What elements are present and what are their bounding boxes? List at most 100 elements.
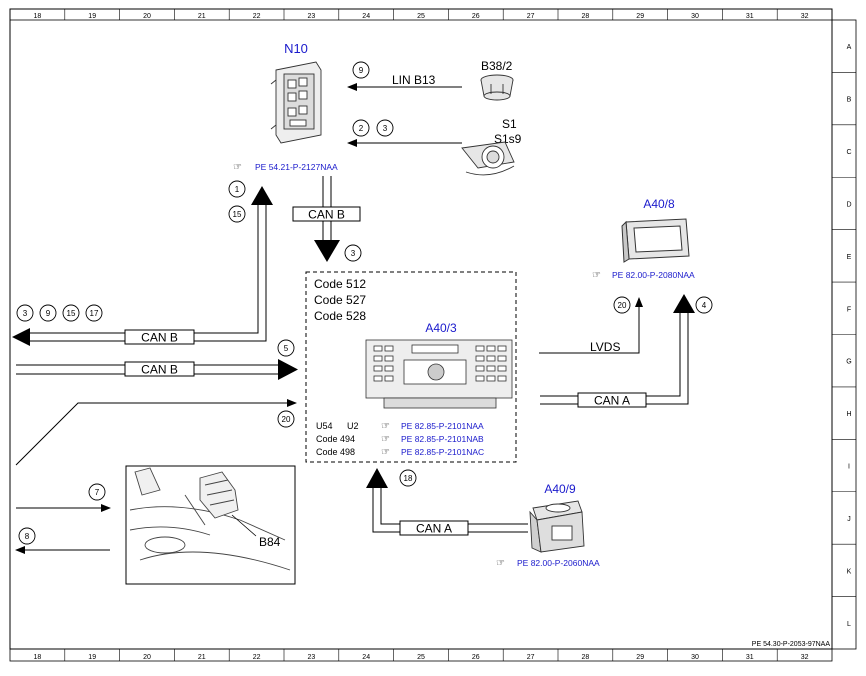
circle-left-17-number: 17 [90,309,99,318]
bus-labels: CAN B CAN B CAN B CAN A CAN A [124,206,647,536]
column-number: 18 [34,13,42,20]
variant-u54: U54 [316,421,333,431]
circle-left-9 [39,304,57,322]
column-number: 29 [636,654,644,661]
column-number: 23 [308,654,316,661]
circle-5-number: 5 [284,344,289,353]
column-number: 31 [746,13,754,20]
circle-7 [88,483,106,501]
circle-9-number: 9 [359,66,364,75]
can-a-a40-8-bus [540,313,689,405]
signal-lines [15,83,643,554]
reference-circle-numbers: 9 2 3 1 15 3 3 9 15 17 5 20 20 4 7 8 18 [23,66,707,541]
column-number: 19 [88,654,96,661]
s1-switch: S1 S1s9 [461,117,522,176]
column-number: 21 [198,654,206,661]
column-number: 28 [582,13,590,20]
row-letter: B [847,97,852,104]
circle-18-number: 18 [404,474,413,483]
circle-20a [277,410,295,428]
circle-3-number: 3 [383,124,388,133]
row-letter: K [847,568,852,575]
column-number: 30 [691,654,699,661]
circle-4 [695,296,713,314]
n10-module-icon [270,61,322,144]
code-512: Code 512 [314,277,366,291]
column-number: 19 [88,13,96,20]
circle-3b-number: 3 [351,249,356,258]
can-b-label-left: CAN B [141,331,178,345]
column-number: 18 [34,654,42,661]
a40-9-camera-icon [529,500,585,553]
circle-1 [228,180,246,198]
circle-2-number: 2 [359,124,364,133]
b38-2-label: B38/2 [481,59,513,73]
n10-ref-link[interactable]: PE 54.21-P-2127NAA [255,162,338,172]
a40-3-ref-link-nac[interactable]: PE 82.85-P-2101NAC [401,447,484,457]
reference-circles [16,61,713,545]
ref-icon: ☞ [381,421,390,432]
a40-9-ref-icon: ☞ [496,558,505,569]
a40-9-ref-link[interactable]: PE 82.00-P-2060NAA [517,558,600,568]
circle-5 [277,339,295,357]
a40-8-ref-link[interactable]: PE 82.00-P-2080NAA [612,270,695,280]
column-number: 27 [527,13,535,20]
variant-code-498: Code 498 [316,447,355,457]
row-letter: D [846,201,851,208]
column-number: 20 [143,654,151,661]
circle-2 [352,119,370,137]
lvds-line [539,297,643,354]
row-letter: L [847,621,851,628]
column-number: 26 [472,654,480,661]
lvds-label: LVDS [590,340,620,354]
circle-4-number: 4 [702,301,707,310]
row-letter: F [847,306,851,313]
a40-3-ref-link-nab[interactable]: PE 82.85-P-2101NAB [401,434,484,444]
can-b-down-arrow [314,240,340,262]
can-a-label-a40-8: CAN A [594,394,630,408]
column-number: 32 [801,13,809,20]
can-b-up-arrow [251,186,273,205]
circle-left-15 [62,304,80,322]
bus-arrowheads [12,186,695,488]
a40-3-headunit-icon [365,339,513,409]
circle-left-9-number: 9 [46,309,51,318]
column-number: 32 [801,654,809,661]
can-b-right-arrow [278,359,298,380]
circle-20b-number: 20 [618,301,627,310]
can-a-label-a40-9: CAN A [416,522,452,536]
circle-1-number: 1 [235,185,240,194]
a40-8-display: A40/8 ☞ PE 82.00-P-2080NAA [592,197,695,281]
circle-7-number: 7 [95,488,100,497]
column-number: 27 [527,654,535,661]
a40-8-display-icon [621,218,690,263]
row-letter: E [847,254,852,261]
row-letter: G [846,359,851,366]
circle-left-15-number: 15 [67,309,76,318]
circle-8 [18,527,36,545]
a40-9-label: A40/9 [544,482,576,496]
row-letter: H [846,411,851,418]
code-527: Code 527 [314,293,366,307]
a40-3-ref-link-naa[interactable]: PE 82.85-P-2101NAA [401,421,484,431]
s1-switch-icon [461,141,515,176]
s1-label: S1 [502,117,517,131]
ref-icon: ☞ [381,447,390,458]
signal-20-line [15,399,297,466]
column-number: 24 [362,13,370,20]
circle-left-3-number: 3 [23,309,28,318]
bus-lines [16,176,689,533]
can-b-label-in: CAN B [141,363,178,377]
circle-20a-number: 20 [282,415,291,424]
circle-8-number: 8 [25,532,30,541]
b84-camera-icon [129,467,291,571]
column-number: 25 [417,13,425,20]
circle-18 [399,469,417,487]
ref-icon: ☞ [381,434,390,445]
circle-left-17 [85,304,103,322]
a40-3-box: Code 512 Code 527 Code 528 A40/3 [305,271,517,463]
column-number: 21 [198,13,206,20]
